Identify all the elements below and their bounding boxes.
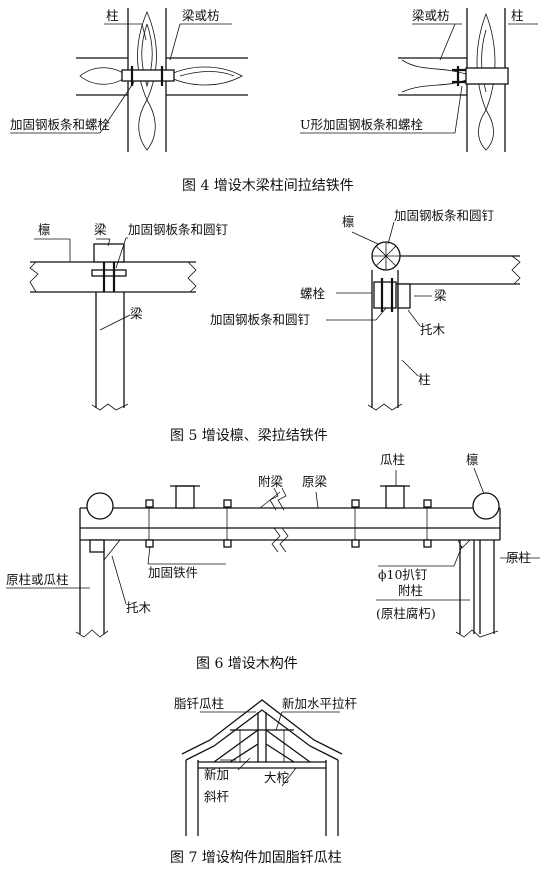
- fig5-left-beam-top-label: 梁: [94, 222, 107, 237]
- fig4-left-column-label: 柱: [106, 8, 119, 23]
- fig5-left-purlin-label: 檩: [38, 222, 51, 237]
- fig5-right-bolt-label: 螺栓: [300, 286, 326, 301]
- fig7-tie-label: 新加水平拉杆: [282, 696, 358, 711]
- fig6-iron-label: 加固铁件: [148, 565, 198, 580]
- fig4-right-joint: [300, 8, 538, 152]
- fig4-left-beam-label: 梁或枋: [182, 8, 220, 23]
- fig5-left-beam-label: 梁: [130, 306, 143, 321]
- fig4-right-plate-label: U形加固钢板条和螺栓: [300, 117, 424, 132]
- fig6-caption: 图 6 增设木构件: [196, 656, 298, 672]
- fig6-added-column-note: (原柱腐朽): [376, 606, 436, 621]
- fig5-right-plate-bottom-label: 加固钢板条和圆钉: [210, 312, 311, 327]
- fig7-brace-label-2: 斜杆: [204, 789, 230, 804]
- fig5-caption: 图 5 增设檩、梁拉结铁件: [170, 427, 328, 444]
- fig6-original-column-label: 原柱: [506, 550, 531, 565]
- fig5-right-column-label: 柱: [418, 372, 431, 387]
- fig6-frame: [6, 467, 540, 638]
- fig4-right-column-label: 柱: [511, 8, 524, 23]
- fig6-purlin-label: 檩: [466, 452, 479, 467]
- fig7-brace-label-1: 新加: [204, 767, 229, 782]
- fig7-caption: 图 7 增设构件加固脂钎瓜柱: [170, 850, 342, 866]
- fig5-right-bracket-label: 托木: [420, 322, 446, 337]
- fig6-left-column-label: 原柱或瓜柱: [6, 572, 69, 587]
- fig5-right-plate-top-label: 加固钢板条和圆钉: [394, 208, 495, 223]
- fig4-left-plate-label: 加固钢板条和螺栓: [10, 117, 111, 132]
- fig6-original-beam-label: 原梁: [302, 474, 328, 489]
- fig6-added-column-label: 附柱: [398, 583, 423, 598]
- fig7-roof-truss: [181, 699, 343, 836]
- fig5-right-purlin-label: 檩: [342, 214, 355, 229]
- fig4-left-joint: [10, 8, 248, 152]
- fig5-left-joint: [29, 237, 197, 411]
- fig7-main-beam-label: 大柁: [264, 770, 289, 785]
- fig5-right-joint: [326, 221, 521, 411]
- fig5-right-beam-label: 梁: [434, 288, 447, 303]
- fig7-king-post-label: 脂钎瓜柱: [174, 696, 224, 711]
- fig4-caption: 图 4 增设木梁柱间拉结铁件: [182, 178, 354, 194]
- fig6-added-beam-label: 附梁: [258, 474, 284, 489]
- fig6-bracket-label: 托木: [126, 600, 152, 615]
- fig5-left-plate-label: 加固钢板条和圆钉: [128, 222, 229, 237]
- fig6-staple-label: ϕ10扒钉: [378, 567, 428, 582]
- fig4-right-beam-label: 梁或枋: [412, 8, 450, 23]
- fig6-short-post-label: 瓜柱: [380, 452, 405, 467]
